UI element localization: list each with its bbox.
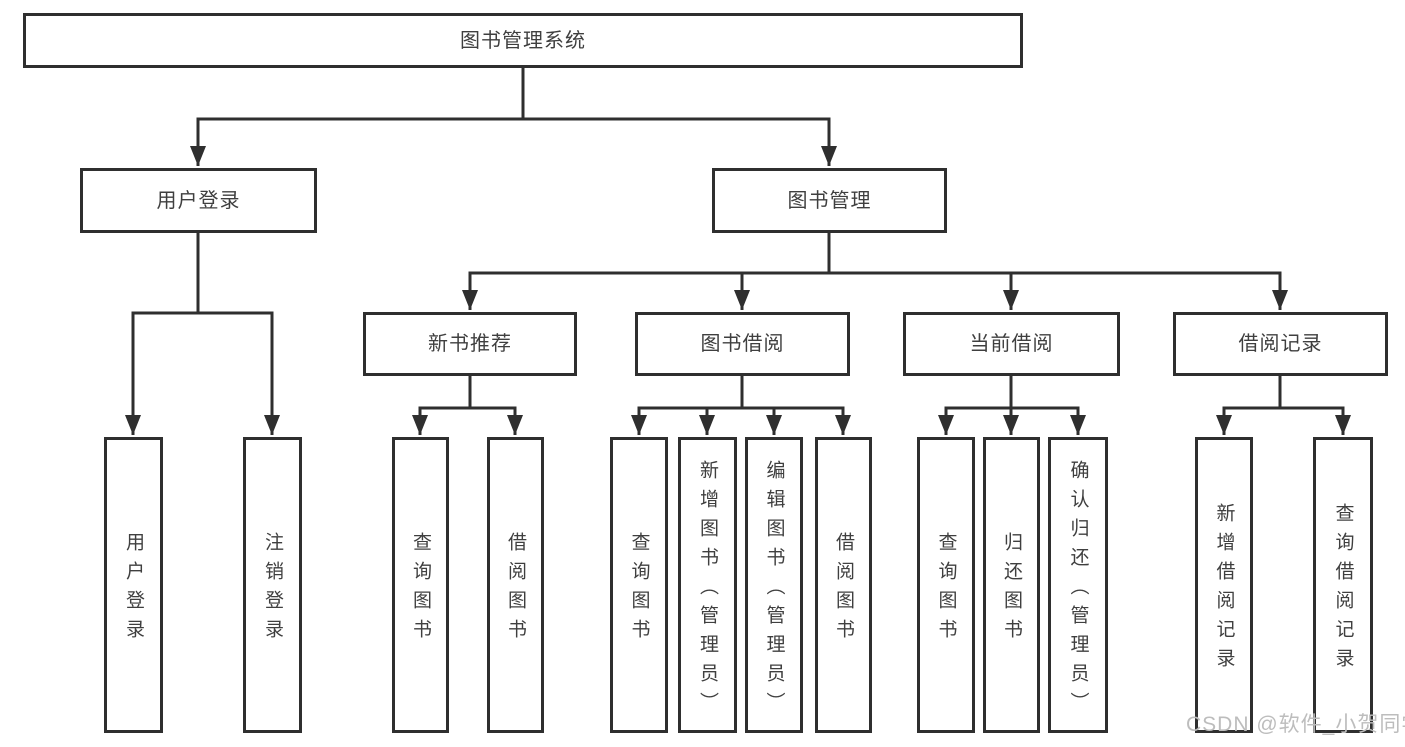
node-label: 图书管理	[787, 189, 872, 212]
node-label: 用户登录	[156, 189, 241, 212]
node-borrowing-records: 借阅记录	[1173, 312, 1388, 376]
node-label: 当前借阅	[969, 333, 1054, 355]
node-label: 借阅记录	[1238, 333, 1323, 355]
node-label: 新增图书（管理员）	[697, 459, 718, 721]
leaf-bb-query-books: 查询图书	[610, 437, 668, 733]
node-label: 图书管理系统	[460, 29, 586, 52]
node-label: 图书借阅	[700, 333, 785, 355]
node-current-borrowing: 当前借阅	[903, 312, 1120, 376]
leaf-br-add-record: 新增借阅记录	[1195, 437, 1253, 733]
leaf-bb-add-books-admin: 新增图书（管理员）	[678, 437, 737, 733]
node-label: 借阅图书	[505, 532, 526, 648]
leaf-cb-confirm-return-admin: 确认归还（管理员）	[1048, 437, 1108, 733]
node-user-login: 用户登录	[80, 168, 317, 233]
node-label: 归还图书	[1001, 532, 1022, 648]
leaf-br-query-record: 查询借阅记录	[1313, 437, 1373, 733]
leaf-logout: 注销登录	[243, 437, 302, 733]
leaf-cb-query-books: 查询图书	[917, 437, 975, 733]
node-label: 新书推荐	[428, 333, 512, 355]
node-label: 查询借阅记录	[1332, 503, 1354, 677]
node-label: 查询图书	[628, 532, 650, 648]
leaf-user-login: 用户登录	[104, 437, 163, 733]
node-label: 新增借阅记录	[1213, 503, 1235, 677]
csdn-watermark: CSDN @软件_小贺同学	[1186, 713, 1405, 736]
leaf-bb-borrow-books: 借阅图书	[815, 437, 872, 733]
leaf-nbr-query-books: 查询图书	[392, 437, 449, 733]
leaf-bb-edit-books-admin: 编辑图书（管理员）	[745, 437, 803, 733]
node-root: 图书管理系统	[23, 13, 1023, 68]
node-label: 注销登录	[262, 532, 283, 648]
leaf-nbr-borrow-books: 借阅图书	[487, 437, 544, 733]
node-label: 编辑图书（管理员）	[763, 459, 785, 721]
node-label: 用户登录	[123, 532, 144, 648]
node-new-book-recommendation: 新书推荐	[363, 312, 577, 376]
node-label: 借阅图书	[833, 532, 854, 648]
node-label: 确认归还（管理员）	[1067, 459, 1089, 721]
node-label: 查询图书	[410, 532, 431, 648]
leaf-cb-return-books: 归还图书	[983, 437, 1040, 733]
node-book-borrowing: 图书借阅	[635, 312, 850, 376]
node-book-management: 图书管理	[712, 168, 947, 233]
node-label: 查询图书	[935, 532, 957, 648]
